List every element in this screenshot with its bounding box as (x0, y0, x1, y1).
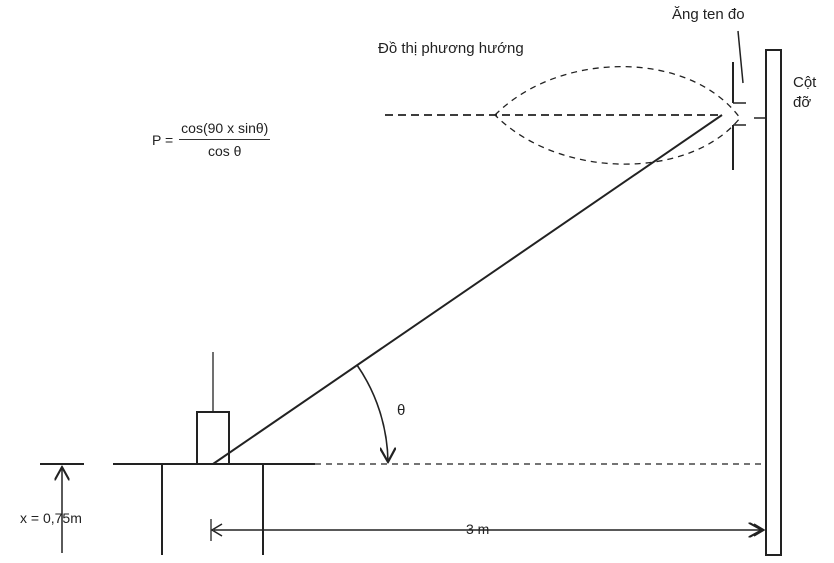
formula: P = cos(90 x sinθ) cos θ (152, 120, 271, 159)
height-label: x = 0,75m (20, 510, 82, 526)
mast-label-1: Cột (793, 74, 817, 91)
formula-denominator: cos θ (208, 143, 242, 159)
signal-path-line (212, 114, 723, 465)
antenna-label: Ăng ten đo (672, 6, 745, 23)
distance-label: 3 m (466, 521, 490, 537)
theta-label: θ (397, 402, 406, 419)
radiation-pattern-lobe (494, 65, 741, 165)
pattern-label: Đồ thị phương hướng (378, 40, 524, 57)
formula-numerator: cos(90 x sinθ) (179, 120, 271, 140)
antenna-leader-line (737, 30, 744, 84)
angle-theta-arc (356, 364, 388, 462)
support-mast (765, 49, 782, 556)
formula-lhs: P = (152, 131, 174, 148)
mast-label-2: đỡ (793, 94, 812, 111)
